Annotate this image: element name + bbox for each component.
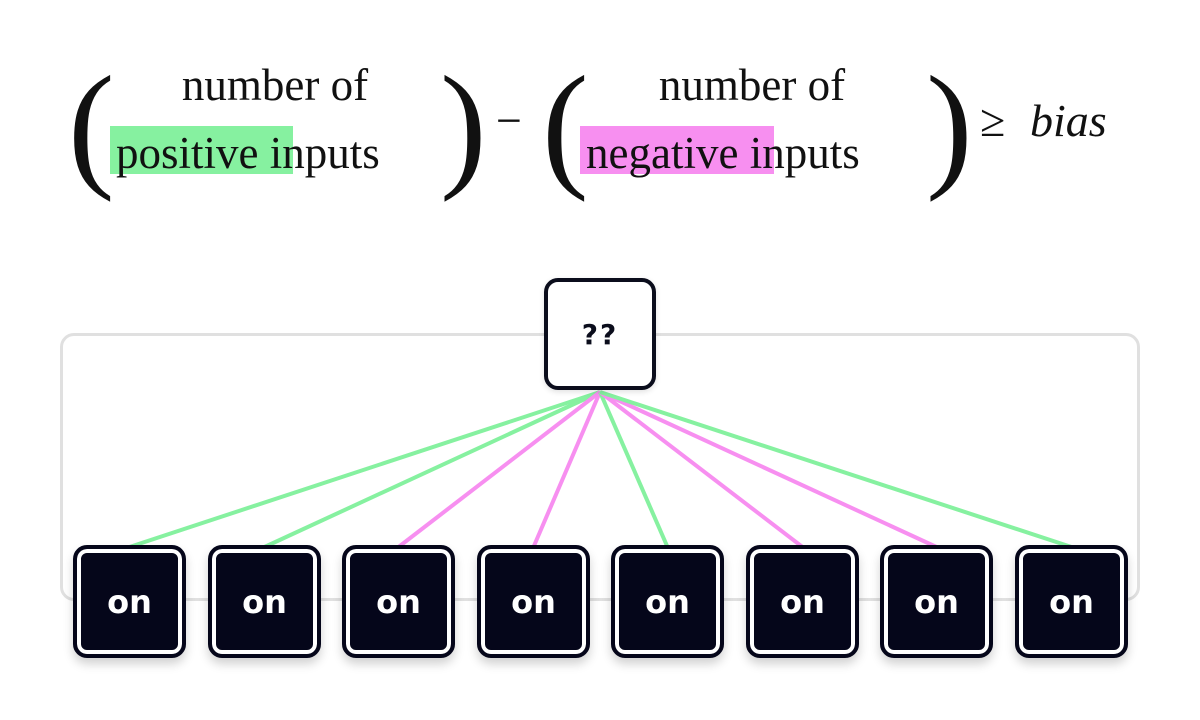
input-label: on <box>376 582 421 621</box>
wire-7-negative <box>599 390 938 549</box>
bias-label: bias <box>1030 95 1107 146</box>
wire-8-positive <box>599 390 1073 549</box>
input-node-6: on <box>746 545 859 658</box>
wire-1-positive <box>128 390 601 549</box>
term2-line2: negative inputs <box>586 128 860 178</box>
input-label: on <box>107 582 152 621</box>
positive-word: positive <box>116 128 259 178</box>
output-node: ?? <box>544 278 656 390</box>
input-label: on <box>645 582 690 621</box>
input-label: on <box>242 582 287 621</box>
input-node-5: on <box>611 545 724 658</box>
input-label: on <box>914 582 959 621</box>
negative-highlight <box>580 126 774 174</box>
right-paren-2: ) <box>926 48 973 203</box>
input-node-2: on <box>208 545 321 658</box>
wire-3-negative <box>397 390 602 549</box>
left-paren-1: ( <box>68 48 115 203</box>
input-node-7: on <box>880 545 993 658</box>
wire-4-negative <box>531 391 602 548</box>
input-label: on <box>1049 582 1094 621</box>
wire-6-negative <box>598 390 804 549</box>
input-label: on <box>780 582 825 621</box>
minus-sign: − <box>496 95 522 146</box>
input-node-1: on <box>73 545 186 658</box>
input-node-8: on <box>1015 545 1128 658</box>
input-label: on <box>511 582 556 621</box>
term1-line1: number of <box>182 60 368 110</box>
input-node-4: on <box>477 545 590 658</box>
formula: ( number of positive inputs ) − ( number… <box>68 48 1107 203</box>
left-paren-2: ( <box>542 48 589 203</box>
term2-line1: number of <box>659 60 845 110</box>
input-node-3: on <box>342 545 455 658</box>
term2-inputs-word: inputs <box>750 128 860 178</box>
output-label: ?? <box>581 317 619 351</box>
negative-word: negative <box>586 128 738 178</box>
wire-2-positive <box>263 390 601 549</box>
right-paren-1: ) <box>440 48 487 203</box>
positive-highlight <box>110 126 293 174</box>
geq-sign: ≥ <box>980 95 1005 146</box>
wire-5-positive <box>598 391 670 548</box>
term1-inputs-word: inputs <box>270 128 380 178</box>
term1-line2: positive inputs <box>116 128 380 178</box>
